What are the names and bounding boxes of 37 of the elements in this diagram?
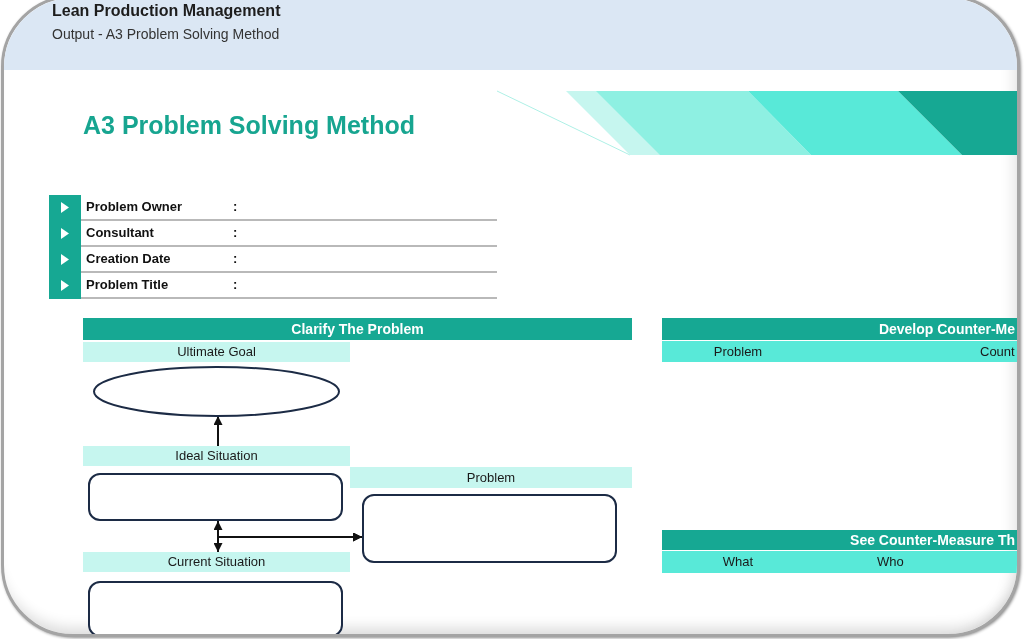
band-label: Current Situation: [166, 553, 267, 571]
section-title: Develop Counter-Me: [878, 320, 1015, 339]
label-band: [83, 552, 350, 572]
section-header-bar: [83, 318, 632, 340]
column-header-bar: [662, 341, 1017, 362]
rounded-box: [88, 473, 343, 521]
page-subtitle: Output - A3 Problem Solving Method: [52, 25, 280, 44]
band-label: Ideal Situation: [174, 447, 259, 465]
page-title: A3 Problem Solving Method: [83, 110, 415, 141]
field-label: Consultant: [86, 224, 154, 242]
field-label: Creation Date: [86, 250, 171, 268]
column-header: Count: [980, 343, 1015, 361]
field-label: Problem Owner: [86, 198, 183, 216]
band-label: Ultimate Goal: [176, 343, 257, 361]
section-title: Clarify The Problem: [290, 320, 425, 339]
arrow: [213, 415, 223, 447]
ellipse-shape: [93, 366, 340, 417]
section-title: See Counter-Measure Th: [850, 531, 1015, 550]
label-band: [83, 342, 350, 362]
column-header-bar: [662, 551, 1017, 573]
label-band: [83, 446, 350, 466]
column-header: Who: [877, 553, 904, 571]
arrow: [217, 532, 363, 553]
column-header: What: [722, 553, 754, 571]
section-header-bar: [662, 530, 1017, 550]
field-separator: :: [233, 250, 238, 268]
column-header: Problem: [713, 343, 763, 361]
app-title: Lean Production Management: [52, 1, 281, 21]
rounded-box: [362, 494, 617, 563]
field-separator: :: [233, 198, 238, 216]
field-label: Problem Title: [86, 276, 169, 294]
field-separator: :: [233, 224, 238, 242]
section-header-bar: [662, 318, 1017, 340]
field-separator: :: [233, 276, 238, 294]
band-label: Problem: [465, 469, 517, 487]
rounded-box: [88, 581, 343, 634]
label-band: [350, 467, 632, 488]
